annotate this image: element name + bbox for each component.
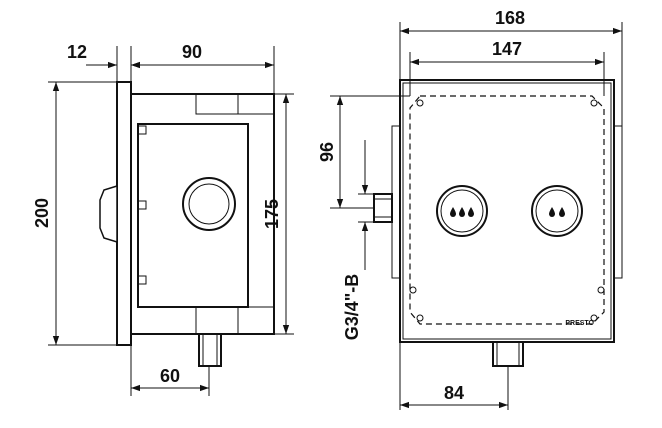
clip-top (138, 125, 147, 135)
inner-cavity (137, 123, 249, 308)
bottom-outlet (198, 333, 222, 367)
front-plate-inner (402, 82, 612, 340)
brand-label: PRESTO (565, 320, 594, 327)
side-view: 12 90 200 175 60 (32, 42, 294, 396)
upper-rib-right (237, 93, 275, 115)
front-plate (116, 81, 132, 346)
screw-hole (597, 286, 605, 294)
dim-label-12: 12 (67, 42, 87, 62)
left-flange (391, 125, 401, 279)
screw-hole (590, 314, 598, 322)
upper-rib (195, 93, 239, 115)
dim-label-168: 168 (495, 8, 525, 28)
dim-label-60: 60 (160, 366, 180, 386)
lower-rib-right (237, 306, 275, 335)
dim-label-96: 96 (317, 142, 337, 162)
plate-knob (99, 184, 118, 244)
button-ring (531, 185, 583, 237)
double-drop-icon (549, 207, 565, 217)
dim-label-84: 84 (444, 383, 464, 403)
right-flange (613, 125, 623, 279)
box-body (130, 93, 275, 335)
dim-label-200: 200 (32, 198, 52, 228)
lower-rib (195, 306, 239, 335)
screw-hole (416, 314, 424, 322)
front-view: PRESTO 168 147 96 G3/4"-B (317, 8, 623, 410)
button-triple-flush[interactable] (436, 185, 488, 237)
triple-drop-icon (450, 207, 474, 217)
dim-label-175: 175 (262, 199, 282, 229)
screw-hole (409, 286, 417, 294)
pipe-hole-inner (188, 183, 230, 225)
dim-label-147: 147 (492, 39, 522, 59)
clip-bottom (138, 275, 147, 285)
screw-hole (416, 99, 424, 107)
hidden-box-outline (409, 95, 605, 325)
dim-label-90: 90 (182, 42, 202, 62)
button-double-flush[interactable] (531, 185, 583, 237)
clip-mid (138, 200, 147, 210)
thread-label: G3/4"-B (342, 274, 362, 341)
screw-hole (590, 99, 598, 107)
button-ring (436, 185, 488, 237)
side-inlet (373, 193, 393, 223)
pipe-hole-outer (182, 177, 236, 231)
